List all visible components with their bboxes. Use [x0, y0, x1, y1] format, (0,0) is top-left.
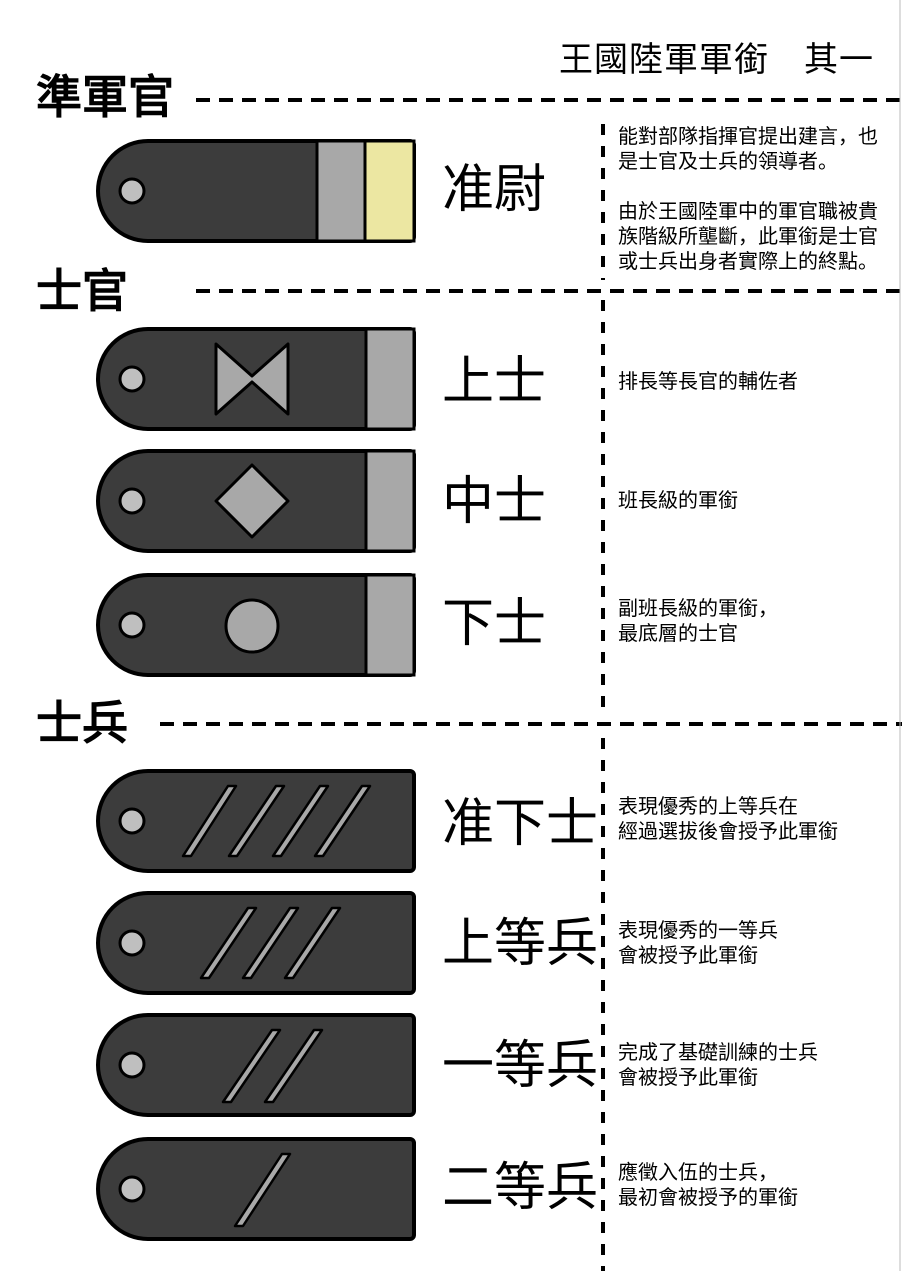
rank-name-private: 二等兵 — [442, 1158, 599, 1218]
section-title-warrant-officer: 準軍官 — [36, 70, 174, 124]
insignia-private — [96, 1136, 418, 1242]
rank-desc-sergeant-first-class: 排長等長官的輔佐者 — [618, 369, 798, 393]
rank-name-private-first-class: 上等兵 — [442, 914, 599, 974]
section-title-enlisted: 士兵 — [36, 696, 128, 750]
rank-name-corporal: 下士 — [442, 594, 547, 654]
rank-desc-private-first-class: 表現優秀的一等兵 會被授予此軍銜 — [618, 918, 778, 967]
rank-name-sergeant: 中士 — [442, 472, 547, 532]
rank-desc-lance-corporal: 表現優秀的上等兵在 經過選拔後會授予此軍銜 — [618, 794, 838, 843]
rank-desc-private: 應徵入伍的士兵， 最初會被授予的軍銜 — [618, 1160, 798, 1209]
insignia-corporal — [96, 572, 418, 678]
insignia-lance-corporal — [96, 768, 418, 874]
rank-name-lance-corporal: 准下士 — [442, 794, 599, 854]
rank-desc-private-second-class: 完成了基礎訓練的士兵 會被授予此軍銜 — [618, 1040, 818, 1089]
rank-name-sergeant-first-class: 上士 — [442, 352, 547, 412]
section-title-nco: 士官 — [36, 264, 128, 318]
page-title: 王國陸軍軍銜 其一 — [559, 40, 874, 80]
rank-name-private-second-class: 一等兵 — [442, 1036, 599, 1096]
rank-desc-corporal: 副班長級的軍銜， 最底層的士官 — [618, 596, 778, 645]
insignia-private-first-class — [96, 890, 418, 996]
rank-desc-sergeant: 班長級的軍銜 — [618, 488, 738, 512]
rank-desc-warrant-officer: 能對部隊指揮官提出建言，也 是士官及士兵的領導者。 由於王國陸軍中的軍官職被貴 … — [618, 124, 878, 273]
insignia-warrant-officer — [96, 138, 418, 244]
insignia-sergeant-first-class — [96, 326, 418, 432]
insignia-sergeant — [96, 448, 418, 554]
rank-name-warrant-officer: 准尉 — [442, 160, 547, 220]
insignia-private-second-class — [96, 1012, 418, 1118]
